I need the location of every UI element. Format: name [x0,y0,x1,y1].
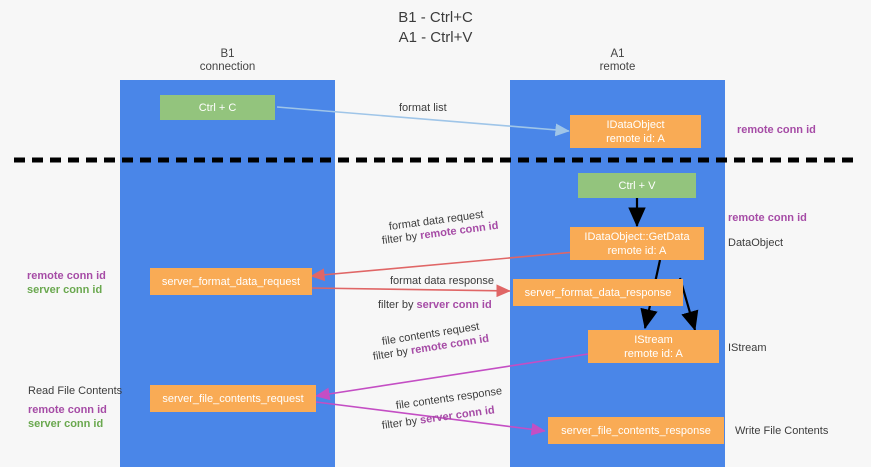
annotation-left-server-conn-id-2: server conn id [28,418,104,430]
node-server-file-contents-request-label: server_file_contents_request [162,392,304,405]
annotation-remote-conn-id-mid: remote conn id [728,212,807,224]
node-server-format-data-response-label: server_format_data_response [524,286,672,299]
annotation-remote-conn-id-top: remote conn id [737,124,816,136]
annotation-dataobject: DataObject [728,237,784,249]
edge-label-format-list: format list [399,102,447,114]
node-getdata-sub: remote id: A [607,244,667,257]
annotation-write-file-contents: Write File Contents [735,425,829,437]
node-getdata-label: IDataObject::GetData [584,230,690,243]
node-idataobject-sub: remote id: A [606,132,665,145]
diagram-title-line2: A1 - Ctrl+V [398,29,473,46]
node-getdata[interactable]: IDataObject::GetData remote id: A [570,227,704,260]
node-server-file-contents-response-label: server_file_contents_response [561,424,711,437]
annotation-istream: IStream [728,342,767,354]
node-istream-label: IStream [634,333,673,346]
filter-prefix: filter by [381,414,421,432]
swimlane-header-b1: B1 connection [150,48,305,74]
node-ctrl-c-label: Ctrl + C [198,101,237,114]
node-ctrl-c[interactable]: Ctrl + C [160,95,275,120]
node-idataobject[interactable]: IDataObject remote id: A [570,115,701,148]
swimlane-header-b1-line1: B1 [220,48,235,60]
swimlane-header-a1-line1: A1 [610,48,625,60]
node-server-file-contents-response[interactable]: server_file_contents_response [548,417,724,444]
annotation-left-remote-conn-id-1: remote conn id [27,270,106,282]
swimlane-header-b1-line2: connection [199,61,256,73]
node-ctrl-v-label: Ctrl + V [618,179,656,192]
node-istream-sub: remote id: A [624,347,683,360]
swimlane-header-a1: A1 remote [540,48,695,74]
node-server-file-contents-request[interactable]: server_file_contents_request [150,385,316,412]
annotation-left-remote-conn-id-2: remote conn id [28,404,107,416]
node-istream[interactable]: IStream remote id: A [588,330,719,363]
filter-prefix: filter by [378,299,417,311]
annotation-left-server-conn-id-1: server conn id [27,284,103,296]
node-server-format-data-request-label: server_format_data_request [161,275,301,288]
node-idataobject-label: IDataObject [606,118,665,131]
filter-key-server-conn-id: server conn id [416,299,492,311]
filter-prefix: filter by [372,345,412,363]
edge-label-format-data-response-filter: filter by server conn id [378,298,492,312]
diagram-title: B1 - Ctrl+C A1 - Ctrl+V [0,8,871,48]
annotation-read-file-contents: Read File Contents [28,385,123,397]
node-server-format-data-request[interactable]: server_format_data_request [150,268,312,295]
filter-prefix: filter by [381,230,421,247]
node-ctrl-v[interactable]: Ctrl + V [578,173,696,198]
edge-label-format-data-response: format data response [390,275,494,287]
swimlane-header-a1-line2: remote [599,61,636,73]
diagram-title-line1: B1 - Ctrl+C [398,9,473,26]
